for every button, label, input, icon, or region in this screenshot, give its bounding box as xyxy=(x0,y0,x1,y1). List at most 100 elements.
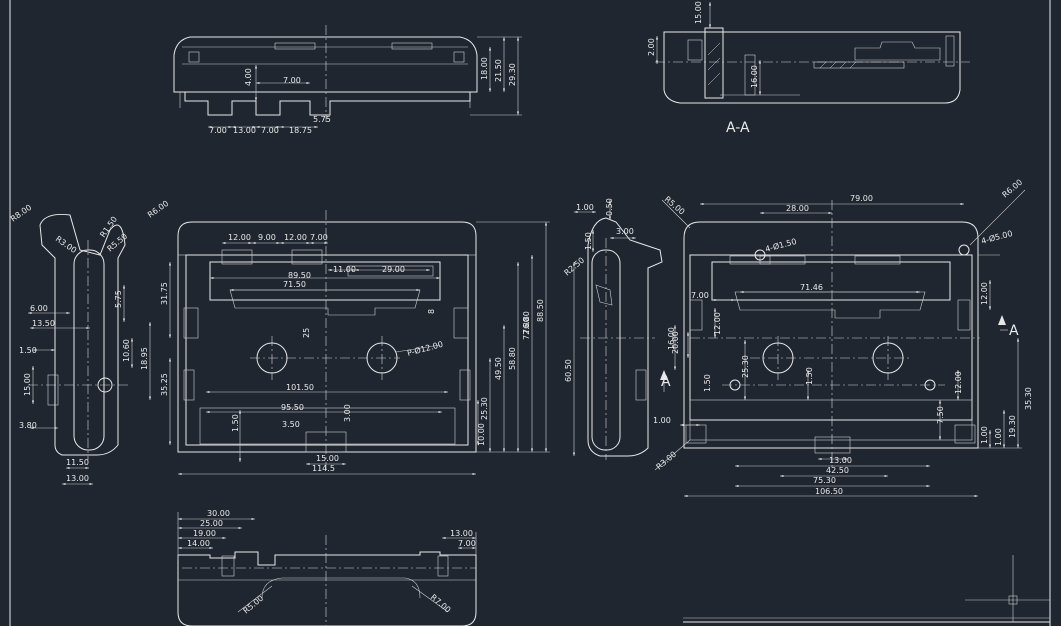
dim-label: 101.50 xyxy=(286,383,314,392)
title-block-corner xyxy=(965,555,1050,622)
dim-label: 13.50 xyxy=(32,319,55,328)
dim-label: 16.00 xyxy=(667,327,676,350)
dim-label: 7.00 xyxy=(209,126,227,135)
dim-label: 2.00 xyxy=(647,38,656,56)
dim-label: 7.00 xyxy=(283,76,301,85)
dim-label: 71.46 xyxy=(800,283,823,292)
dim-label: 25.30 xyxy=(480,397,489,420)
dim-label: R6.00 xyxy=(146,199,170,220)
dim-label: 7.00 xyxy=(261,126,279,135)
dim-label: 12.00 xyxy=(713,312,722,335)
dim-label: 18.75 xyxy=(289,126,312,135)
dim-label: 35.25 xyxy=(160,373,169,396)
dim-label: 15.00 xyxy=(316,454,339,463)
drawing-frame xyxy=(9,0,1051,626)
dim-label: 25 xyxy=(302,328,311,338)
dim-label: 4-Ø5.00 xyxy=(980,228,1014,246)
dim-label: 0.50 xyxy=(605,198,614,216)
dim-label: 5.75 xyxy=(114,290,123,308)
dim-label: 1.50 xyxy=(584,232,593,250)
dim-label: 20.00 xyxy=(671,331,680,354)
dim-label: 4.00 xyxy=(244,68,253,86)
dim-label: 75.30 xyxy=(813,476,836,485)
dim-label: R7.00 xyxy=(429,593,453,615)
dim-label: 30.00 xyxy=(207,509,230,518)
front-view xyxy=(168,210,550,476)
dim-label: 11.50 xyxy=(66,458,89,467)
dim-label: 5.75 xyxy=(313,115,331,124)
dim-label: 1.50 xyxy=(19,346,37,355)
dim-label: R6.00 xyxy=(1001,178,1025,200)
dim-label: 3.00 xyxy=(343,404,352,422)
dim-label: 88.50 xyxy=(536,299,545,322)
dim-label: R3.00 xyxy=(54,234,78,255)
dim-label: 71.50 xyxy=(283,280,306,289)
dim-label: 15.00 xyxy=(23,373,32,396)
dim-label: 15.00 xyxy=(694,1,703,24)
dim-label: 1.00 xyxy=(576,203,594,212)
dim-label: 79.00 xyxy=(850,194,873,203)
section-label: A-A xyxy=(726,120,750,136)
dim-label: 76.80 xyxy=(522,311,531,334)
dim-label: 31.75 xyxy=(160,282,169,305)
dim-label: 106.50 xyxy=(815,487,843,496)
dim-label: 60.50 xyxy=(564,359,573,382)
dim-label: 7.00 xyxy=(310,233,328,242)
dim-label: R5.50 xyxy=(106,232,130,254)
dim-label: 4-Ø1.50 xyxy=(764,236,798,254)
dim-label: P-Ø12.00 xyxy=(406,339,444,358)
dim-label: 29.30 xyxy=(508,63,517,86)
left-side-view xyxy=(28,214,152,486)
dim-label: R2.50 xyxy=(563,256,587,278)
dim-label: 8 xyxy=(427,309,436,314)
dim-label: 16.00 xyxy=(750,65,759,88)
dim-label: 25.00 xyxy=(200,519,223,528)
dim-label: R8.00 xyxy=(9,203,33,224)
dim-label: 14.00 xyxy=(187,539,210,548)
dim-label: 13.00 xyxy=(829,456,852,465)
dim-label: R5.00 xyxy=(242,594,266,616)
dim-label: 21.50 xyxy=(494,59,503,82)
section-mark-a-left: A xyxy=(661,374,671,390)
dim-label: 12.00 xyxy=(284,233,307,242)
dim-label: R5.00 xyxy=(663,195,687,217)
dim-label: 3.00 xyxy=(616,227,634,236)
dim-label: 7.50 xyxy=(936,406,945,424)
dim-label: 114.5 xyxy=(312,464,335,473)
dim-label: 12.00 xyxy=(954,371,963,394)
dim-label: 6.00 xyxy=(30,304,48,313)
section-mark-a-right: A xyxy=(1009,323,1019,339)
dimension-labels: 7.00 7.00 4.00 13.00 7.00 18.75 5.75 18.… xyxy=(9,1,1033,615)
dim-label: 95.50 xyxy=(281,403,304,412)
dim-label: 29.00 xyxy=(382,265,405,274)
right-side-view xyxy=(572,200,663,460)
dim-label: 18.95 xyxy=(140,347,149,370)
dim-label: 1.00 xyxy=(653,416,671,425)
dim-label: 89.50 xyxy=(288,271,311,280)
dim-label: 18.00 xyxy=(480,57,489,80)
dim-label: 12.00 xyxy=(980,282,989,305)
dim-label: 3.50 xyxy=(282,420,300,429)
dim-label: 10.60 xyxy=(122,339,131,362)
dim-label: 3.80 xyxy=(19,421,37,430)
dim-label: R1.50 xyxy=(98,215,119,239)
dim-label: 11.00 xyxy=(333,265,356,274)
dim-label: 7.00 xyxy=(458,539,476,548)
dim-label: 42.50 xyxy=(826,466,849,475)
dim-label: 13.00 xyxy=(233,126,256,135)
dim-label: 58.80 xyxy=(508,347,517,370)
dim-label: 1.50 xyxy=(703,374,712,392)
dim-label: 35.30 xyxy=(1024,387,1033,410)
dim-label: 13.00 xyxy=(450,529,473,538)
dim-label: 10.00 xyxy=(477,423,486,446)
dim-label: R3.00 xyxy=(655,450,679,472)
dim-label: 13.00 xyxy=(66,474,89,483)
section-view-a-a xyxy=(655,1,970,104)
dim-label: 12.00 xyxy=(228,233,251,242)
dim-label: 1.50 xyxy=(805,367,814,385)
dim-label: 25.30 xyxy=(741,355,750,378)
top-view xyxy=(173,25,522,129)
dim-label: 1.50 xyxy=(231,414,240,432)
dim-label: 9.00 xyxy=(258,233,276,242)
